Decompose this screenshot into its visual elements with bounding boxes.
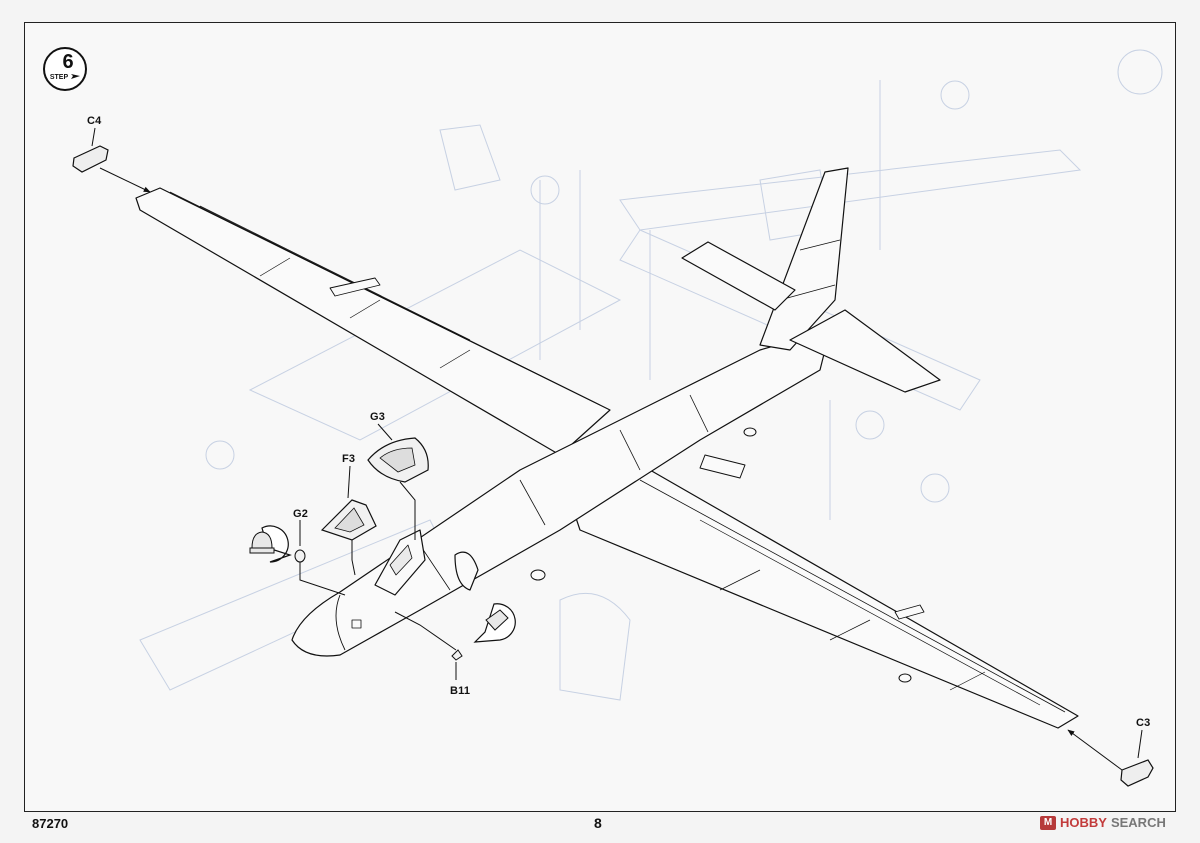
watermark-brand: HOBBY <box>1060 815 1107 830</box>
part-b11 <box>451 649 463 661</box>
label-f3: F3 <box>342 453 356 465</box>
label-c4: C4 <box>87 115 102 127</box>
step-badge-icon: 6 STEP <box>43 47 87 91</box>
watermark-logo-icon: M <box>1040 815 1056 830</box>
part-c3 <box>1120 759 1154 787</box>
intake <box>454 551 479 591</box>
landing-gear <box>530 427 912 683</box>
assembly-leaders <box>91 127 1143 771</box>
kit-code: 87270 <box>32 816 69 831</box>
part-g3-canopy <box>367 437 429 483</box>
left-stabilizer <box>681 241 796 311</box>
step-badge: 6 STEP <box>42 46 88 92</box>
callout-b11-detail <box>473 603 516 643</box>
part-g2 <box>294 549 306 563</box>
page-number: 8 <box>594 815 602 831</box>
ghost-print-through <box>139 49 1163 701</box>
watermark-word: SEARCH <box>1110 815 1166 830</box>
vertical-tail <box>759 167 849 351</box>
callout-g2-detail <box>249 525 292 563</box>
label-g3: G3 <box>370 411 386 423</box>
left-wing <box>135 187 611 456</box>
aircraft-outline <box>135 167 1079 729</box>
fuselage <box>291 329 831 657</box>
right-stabilizer <box>789 309 941 393</box>
label-b11: B11 <box>450 685 471 697</box>
step-word: STEP <box>50 74 69 81</box>
part-f3-windscreen <box>320 499 377 541</box>
label-g2: G2 <box>293 508 309 520</box>
watermark: M HOBBY SEARCH <box>1040 815 1166 830</box>
part-c4 <box>72 145 109 173</box>
plane-icon <box>71 74 80 79</box>
label-c3: C3 <box>1136 717 1151 729</box>
step-number: 6 <box>62 51 73 73</box>
right-wing <box>559 469 1079 729</box>
